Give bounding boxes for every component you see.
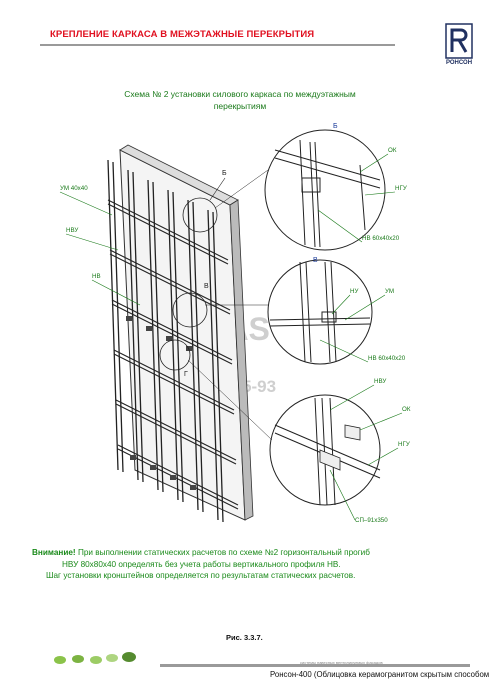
- footer-system: системы навесных вентилируемых фасадов: [300, 660, 383, 665]
- horizontal-rails: [107, 199, 239, 510]
- detail-g-sp: СП–91х350: [355, 517, 388, 524]
- detail-b-ngu: НГУ: [395, 185, 407, 192]
- warning-note: Внимание! При выполнении статических рас…: [32, 547, 462, 582]
- detail-v: В НУ УМ НВ 60х40х20: [267, 257, 406, 365]
- detail-b: Б ОК НГУ НВ 60х40х20: [264, 123, 407, 251]
- detail-g-ngu: НГУ: [398, 441, 410, 448]
- detail-g-ok: ОК: [402, 406, 411, 413]
- warning-line3: Шаг установки кронштейнов определяется п…: [46, 571, 356, 580]
- detail-b-ok: ОК: [388, 147, 397, 154]
- footer-divider: [160, 664, 470, 667]
- header-divider: [40, 44, 395, 46]
- scheme-title-line1: Схема № 2 установки силового каркаса по …: [124, 89, 356, 99]
- wall-slab: [119, 144, 254, 521]
- ronson-logo: [445, 23, 473, 59]
- label-nv: НВ: [92, 273, 101, 280]
- warning-lead: Внимание!: [32, 548, 76, 557]
- vertical-profiles: [107, 159, 224, 523]
- label-nvu: НВУ: [66, 227, 78, 234]
- detail-v-nv: НВ 60х40х20: [368, 355, 406, 362]
- detail-v-nu: НУ: [350, 288, 358, 295]
- detail-v-title: В: [313, 257, 318, 264]
- warning-line2: НВУ 80х80х40 определять без учета работы…: [62, 559, 341, 569]
- detail-g: НВУ ОК НГУ СП–91х350: [269, 378, 411, 524]
- detail-b-nv: НВ 60х40х20: [362, 235, 400, 242]
- scheme-title: Схема № 2 установки силового каркаса по …: [95, 88, 385, 112]
- detail-b-title: Б: [333, 123, 338, 130]
- detail-marker-g: [159, 339, 191, 371]
- detail-marker-b: [182, 197, 218, 233]
- warning-line1: При выполнении статических расчетов по с…: [77, 548, 370, 557]
- label-v: В: [204, 283, 209, 290]
- footer-decoration: [54, 652, 136, 664]
- scheme-title-line2: перекрытиям: [213, 101, 267, 111]
- label-b: Б: [222, 170, 227, 177]
- detail-v-um: УМ: [385, 288, 394, 295]
- detail-leaders: [187, 169, 273, 441]
- brackets: [126, 316, 196, 490]
- logo-text: РОНСОН: [445, 60, 473, 66]
- footer-caption: Ронсон-400 (Облицовка керамогранитом скр…: [270, 670, 489, 679]
- detail-marker-v: [172, 292, 208, 328]
- figure-caption: Рис. 3.3.7.: [226, 633, 263, 642]
- detail-g-nvu: НВУ: [374, 378, 386, 385]
- label-g: Г: [184, 371, 188, 378]
- page-title: КРЕПЛЕНИЕ КАРКАСА В МЕЖЭТАЖНЫЕ ПЕРЕКРЫТИ…: [50, 29, 315, 40]
- label-um: УМ 40х40: [60, 185, 88, 192]
